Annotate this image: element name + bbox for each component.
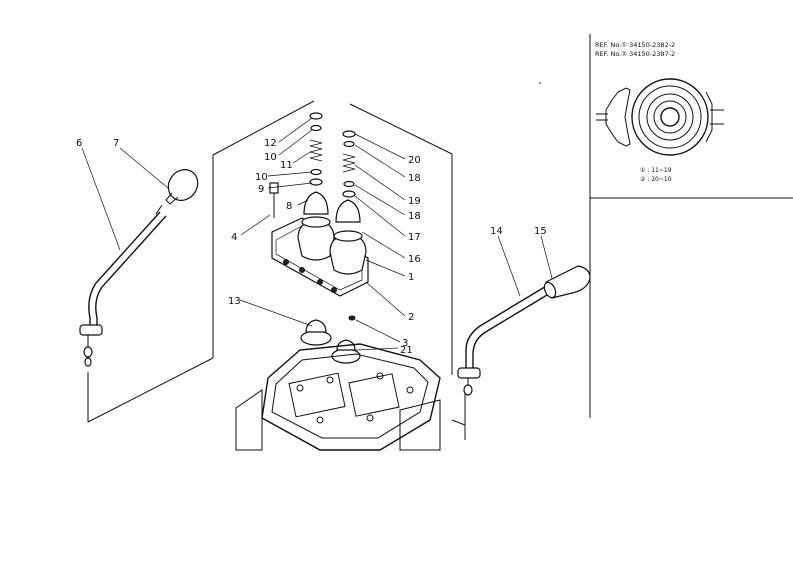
callout-11: 11 xyxy=(280,160,293,171)
callout-13: 13 xyxy=(228,296,241,307)
stray-dot xyxy=(539,82,541,84)
shift-lever-right xyxy=(457,284,553,396)
guide-frame xyxy=(87,100,466,440)
callout-17: 17 xyxy=(408,232,421,243)
bolt-part-4 xyxy=(269,182,279,218)
shift-cover-assembly xyxy=(271,191,369,297)
shift-knob-right xyxy=(543,265,591,299)
callout-10b: 10 xyxy=(255,172,268,183)
spring-stack-left xyxy=(309,112,323,186)
seal-13 xyxy=(300,319,332,346)
callout-labels: 6 7 4 12 10 11 10 9 8 20 18 19 18 17 16 … xyxy=(76,138,547,356)
reference-line-2: REF. No.② 34150-2387-2 xyxy=(595,50,675,58)
callout-1: 1 xyxy=(408,272,414,283)
callout-20: 20 xyxy=(408,155,421,166)
callout-16: 16 xyxy=(408,254,421,265)
callout-8: 8 xyxy=(286,201,292,212)
seal-21 xyxy=(331,339,361,364)
callout-7: 7 xyxy=(113,138,119,149)
callout-4: 4 xyxy=(231,232,237,243)
shift-knob-left xyxy=(155,169,199,215)
callout-18b: 18 xyxy=(408,211,421,222)
reference-note-1: ① : 11~19 xyxy=(640,167,672,174)
callout-14: 14 xyxy=(490,226,503,237)
reference-panel: REF. No.① 34150-2382-2 REF. No.② 34150-2… xyxy=(589,34,793,418)
transmission-case xyxy=(235,343,441,451)
callout-9: 9 xyxy=(258,184,264,195)
spring-stack-right xyxy=(342,130,356,198)
callout-6: 6 xyxy=(76,138,82,149)
callout-19: 19 xyxy=(408,196,421,207)
callout-15: 15 xyxy=(534,226,547,237)
leader-lines xyxy=(81,117,553,351)
callout-18a: 18 xyxy=(408,173,421,184)
callout-3: 3 xyxy=(402,338,408,349)
pin-3 xyxy=(348,315,356,321)
reference-note-2: ② : 20~10 xyxy=(640,176,672,183)
callout-10a: 10 xyxy=(264,152,277,163)
callout-12: 12 xyxy=(264,138,277,149)
callout-2: 2 xyxy=(408,312,414,323)
boot-detail-drawing xyxy=(596,78,724,156)
callout-21: 21 xyxy=(400,345,413,356)
shift-lever-left xyxy=(79,211,167,367)
reference-line-1: REF. No.① 34150-2382-2 xyxy=(595,41,675,49)
